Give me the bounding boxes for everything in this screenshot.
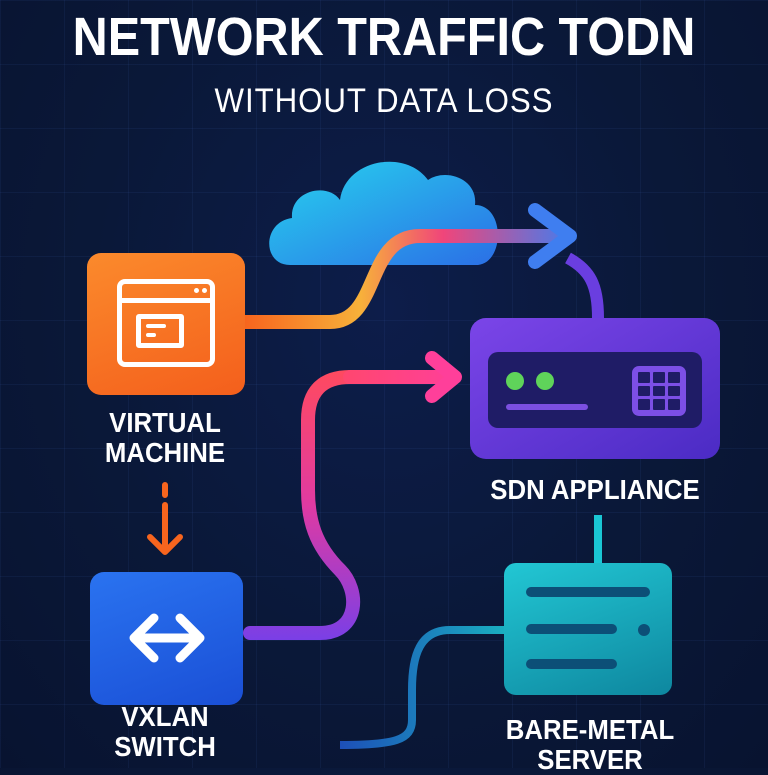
bare-metal-label: BARE-METAL SERVER xyxy=(489,715,691,775)
page-title: NETWORK TRAFFIC TODN xyxy=(72,7,696,67)
vm-to-vxlan-arrowhead xyxy=(147,534,183,555)
bidirectional-arrow-icon xyxy=(129,613,205,663)
browser-window-icon xyxy=(117,279,215,367)
server-to-vxlan-link xyxy=(339,626,504,749)
cloud-to-sdn-link xyxy=(564,252,604,319)
vxlan-to-sdn-link xyxy=(243,370,360,640)
page-subtitle: WITHOUT DATA LOSS xyxy=(214,82,554,120)
sdn-label: SDN APPLIANCE xyxy=(490,474,700,505)
arrow-head-cloud xyxy=(528,203,577,269)
vxlan-label: VXLAN SWITCH xyxy=(78,702,253,762)
status-led-icon xyxy=(536,372,554,390)
virtual-machine-node[interactable] xyxy=(87,253,245,395)
vxlan-switch-node[interactable] xyxy=(90,572,243,705)
sdn-appliance-node[interactable] xyxy=(470,318,720,459)
status-led-icon xyxy=(506,372,524,390)
vm-label-line2: MACHINE xyxy=(104,437,226,468)
vm-label-line1: VIRTUAL xyxy=(109,407,221,438)
bare-metal-label-line2: SERVER xyxy=(537,744,643,775)
appliance-keypad-icon xyxy=(632,366,686,416)
arrow-head-sdn xyxy=(425,351,462,403)
bare-metal-server-node[interactable] xyxy=(504,563,672,695)
vm-to-cloud-link xyxy=(238,229,567,329)
vxlan-label-line1: VXLAN xyxy=(121,701,209,732)
vxlan-label-line2: SWITCH xyxy=(114,731,216,762)
vm-label: VIRTUAL MACHINE xyxy=(78,408,253,468)
bare-metal-label-line1: BARE-METAL xyxy=(505,714,675,745)
